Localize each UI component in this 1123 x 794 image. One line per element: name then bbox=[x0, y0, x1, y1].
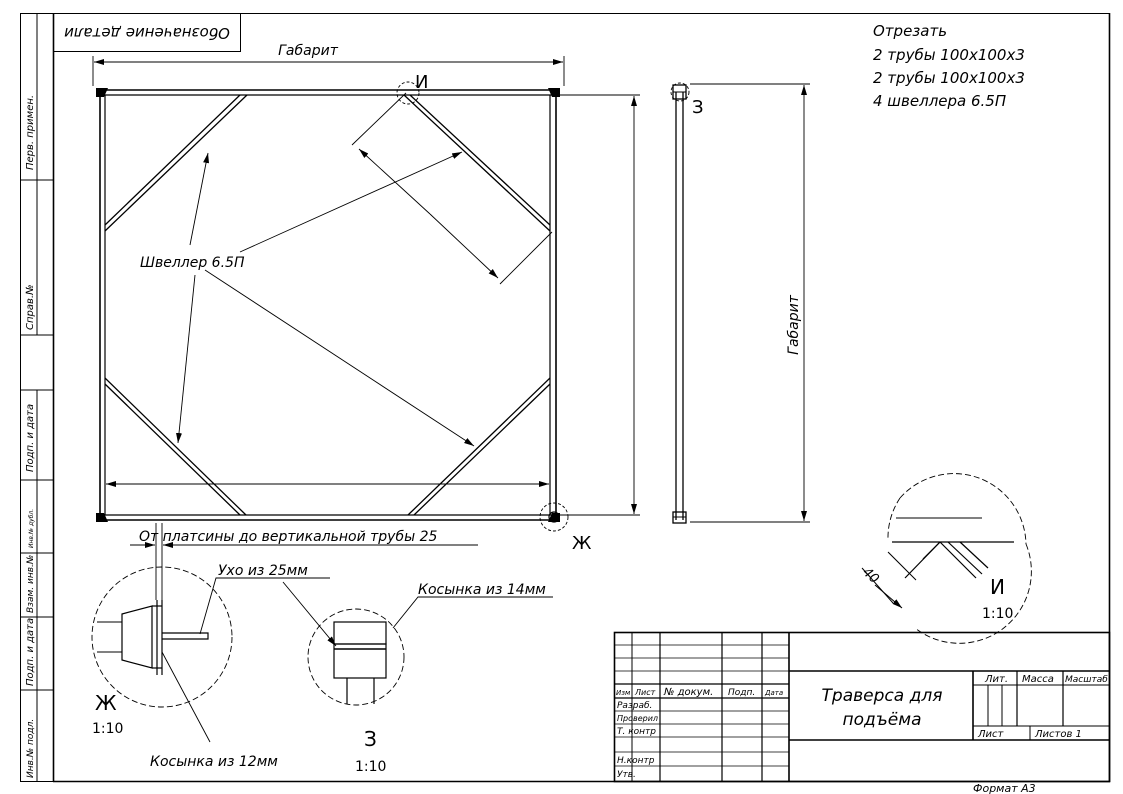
detail-letter-zh: Ж bbox=[572, 533, 592, 554]
dimension-plate-tube bbox=[130, 523, 478, 600]
detail-letter-i: И bbox=[415, 72, 428, 93]
callout-ear: Ухо из 25мм bbox=[218, 563, 308, 579]
callout-gusset-12: Косынка из 12мм bbox=[150, 754, 278, 770]
margin-podp-data-2: Подп. и дата bbox=[25, 618, 36, 686]
dimension-gabarit-top-label: Габарит bbox=[278, 43, 339, 59]
tb-col-izm: Изм bbox=[616, 689, 631, 697]
tb-massa: Масса bbox=[1022, 674, 1054, 685]
detail-circle-i bbox=[396, 81, 420, 105]
tb-n-kontr: Н.контр bbox=[617, 756, 655, 766]
inverted-stamp-text: Обозначение детали bbox=[64, 24, 230, 42]
dimension-diagonal bbox=[351, 92, 553, 285]
cut-list: Отрезать 2 трубы 100х100х3 2 трубы 100х1… bbox=[873, 22, 1025, 110]
cut-list-item: 2 трубы 100х100х3 bbox=[873, 46, 1025, 64]
tb-format: Формат А3 bbox=[973, 782, 1036, 794]
view-letter-zh: Ж bbox=[95, 691, 117, 715]
cut-list-title: Отрезать bbox=[873, 22, 947, 40]
title-block bbox=[613, 631, 1111, 783]
view-scale-z: 1:10 bbox=[355, 759, 386, 775]
margin-sprav-no: Справ.№ bbox=[25, 285, 36, 330]
tb-utv: Утв. bbox=[617, 770, 636, 780]
tb-name-line1: Траверса для bbox=[822, 686, 943, 706]
sheet-frame bbox=[20, 13, 1111, 783]
dimension-plate-tube-label: От платсины до вертикальной трубы 25 bbox=[139, 529, 437, 545]
dimension-gabarit-top bbox=[92, 56, 565, 86]
detail-view-zh bbox=[91, 566, 233, 708]
margin-podp-data-1: Подп. и дата bbox=[25, 404, 36, 472]
view-scale-zh: 1:10 bbox=[92, 721, 123, 737]
inverted-stamp: Обозначение детали bbox=[53, 13, 241, 52]
dimension-gabarit-side bbox=[690, 83, 810, 523]
channel-leaders bbox=[176, 151, 475, 447]
title-block-labels: Изм Лист № докум. Подп. Дата Разраб. Про… bbox=[616, 674, 1108, 794]
detail-callout-leaders bbox=[161, 577, 553, 743]
frame-side-view bbox=[670, 82, 690, 524]
dimension-gabarit-side-label: Габарит bbox=[786, 294, 802, 355]
callout-channel: Швеллер 6.5П bbox=[140, 255, 245, 271]
tb-proveril: Проверил bbox=[617, 714, 658, 723]
tb-col-date: Дата bbox=[764, 689, 783, 697]
detail-view-z bbox=[307, 608, 405, 706]
view-letter-z: З bbox=[364, 727, 377, 751]
detail-letter-z: З bbox=[692, 97, 704, 118]
callout-gusset-14: Косынка из 14мм bbox=[418, 582, 546, 598]
frame-front-view bbox=[96, 88, 560, 522]
tb-col-doc: № докум. bbox=[663, 687, 713, 698]
tb-masshtab: Масштаб bbox=[1065, 675, 1108, 685]
cut-list-item: 2 трубы 100х100х3 bbox=[873, 69, 1025, 87]
tb-col-podp: Подп. bbox=[728, 688, 755, 698]
tb-razrab: Разраб. bbox=[617, 701, 652, 711]
dimension-inner-height bbox=[560, 94, 640, 516]
detail-view-i bbox=[861, 473, 1032, 644]
cut-list-item: 4 швеллера 6.5П bbox=[873, 92, 1006, 110]
left-margin-columns bbox=[20, 13, 53, 781]
tb-t-kontr: Т. контр bbox=[617, 727, 656, 737]
margin-labels: Перв. примен. Справ.№ Подп. и дата Инв.№… bbox=[25, 95, 36, 778]
margin-vzam-inv: Взам. инв.№ bbox=[26, 555, 36, 613]
tb-lit: Лит. bbox=[984, 674, 1008, 685]
tb-list: Лист bbox=[977, 729, 1005, 740]
detail-circle-zh bbox=[539, 502, 569, 532]
detail-circle-z bbox=[670, 82, 690, 102]
view-scale-i: 1:10 bbox=[982, 606, 1013, 622]
tb-col-list: Лист bbox=[634, 688, 656, 697]
tb-name-line2: подъёма bbox=[843, 710, 922, 730]
margin-perv-primen: Перв. примен. bbox=[25, 95, 36, 170]
margin-inv-dubl: Инв.№ дубл. bbox=[28, 509, 35, 548]
tb-listov: Листов 1 bbox=[1034, 729, 1082, 740]
detail-markers-front bbox=[396, 81, 569, 532]
margin-inv-podl: Инв.№ подл. bbox=[26, 719, 36, 778]
view-letter-i: И bbox=[990, 575, 1005, 599]
